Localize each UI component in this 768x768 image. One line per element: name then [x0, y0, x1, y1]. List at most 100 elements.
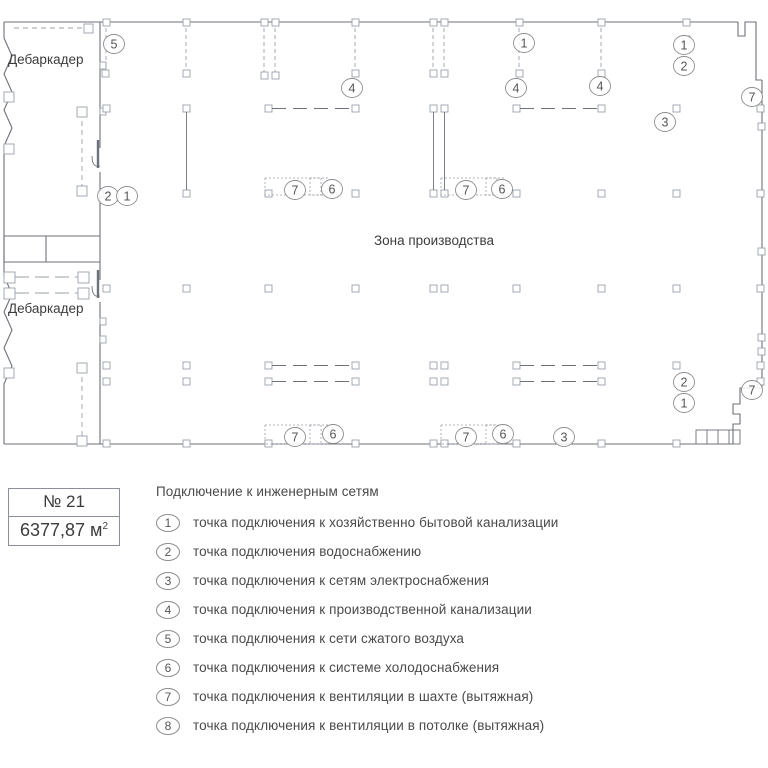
stair-grill-block	[695, 429, 741, 445]
marker-circle	[455, 180, 477, 200]
legend-item-label: точка подключения к сети сжатого воздуха	[193, 631, 465, 646]
marker-number: 6	[329, 183, 336, 197]
legend-item: 8 точка подключения к вентиляции в потолк…	[156, 711, 756, 740]
marker-number: 6	[500, 428, 507, 442]
zone-label: Зона производства	[374, 233, 494, 248]
marker-circle	[741, 380, 763, 400]
marker-number: 7	[749, 384, 756, 398]
marker-circle	[741, 87, 763, 107]
connection-marker-1[interactable]: 1	[673, 393, 695, 413]
marker-number: 3	[662, 116, 669, 130]
connection-marker-7[interactable]: 7	[455, 427, 477, 447]
legend-item: 3 точка подключения к сетям электроснабже…	[156, 566, 756, 595]
marker-number: 7	[463, 184, 470, 198]
unit-area-superscript: 2	[102, 521, 108, 532]
area-info-box: № 21 6377,87 м2	[8, 488, 120, 546]
connection-marker-3[interactable]: 3	[553, 427, 575, 447]
column-grid	[102, 18, 766, 448]
connection-marker-7[interactable]: 7	[741, 380, 763, 400]
marker-number: 5	[111, 38, 118, 52]
connection-marker-5[interactable]: 5	[103, 34, 125, 54]
marker-number: 7	[749, 91, 756, 105]
legend-item-label: точка подключения к сетям электроснабжен…	[193, 573, 490, 588]
marker-circle	[116, 186, 138, 206]
connection-marker-6[interactable]: 6	[321, 179, 343, 199]
marker-circle	[673, 35, 695, 55]
connection-marker-4[interactable]: 4	[505, 78, 527, 98]
marker-number: 2	[681, 376, 688, 390]
marker-number: 6	[330, 428, 337, 442]
legend-item-label: точка подключения к вентиляции в шахте (…	[193, 689, 534, 704]
legend-item-label: точка подключения к системе холодоснабже…	[193, 660, 500, 675]
legend-title: Подключение к инженерным сетям	[156, 484, 379, 499]
marker-number: 1	[681, 397, 688, 411]
connection-marker-6[interactable]: 6	[322, 424, 344, 444]
connection-marker-2[interactable]: 2	[673, 372, 695, 392]
marker-number: 7	[292, 431, 299, 445]
marker-circle	[491, 179, 513, 199]
marker-circle	[284, 427, 306, 447]
legend-item-number: 3	[156, 571, 180, 590]
legend-item-number: 1	[156, 513, 180, 532]
marker-circle	[673, 393, 695, 413]
marker-circle	[321, 179, 343, 199]
connection-marker-1[interactable]: 1	[116, 186, 138, 206]
riser-endpoints-top	[101, 35, 691, 80]
connection-marker-7[interactable]: 7	[284, 180, 306, 200]
interior-walls	[3, 22, 101, 444]
marker-circle	[553, 427, 575, 447]
legend-item: 1 точка подключения к хозяйственно бытово…	[156, 508, 756, 537]
connection-marker-7[interactable]: 7	[741, 87, 763, 107]
legend-item-label: точка подключения к производственной кан…	[193, 602, 532, 617]
unit-number: № 21	[9, 489, 119, 517]
legend-rows: 1 точка подключения к хозяйственно бытово…	[156, 508, 756, 740]
connection-marker-2[interactable]: 2	[97, 186, 119, 206]
marker-number: 4	[349, 82, 356, 96]
legend-item-number: 8	[156, 716, 180, 735]
connection-marker-4[interactable]: 4	[341, 78, 363, 98]
marker-number: 7	[292, 184, 299, 198]
marker-circle	[492, 424, 514, 444]
connection-marker-6[interactable]: 6	[491, 179, 513, 199]
ventilation-shaft-boxes	[264, 177, 505, 445]
legend-item-label: точка подключения водоснабжению	[193, 544, 422, 559]
dock-label-top: Дебаркадер	[8, 52, 84, 67]
connection-marker-1[interactable]: 1	[673, 35, 695, 55]
marker-circle	[589, 76, 611, 96]
connection-marker-1[interactable]: 1	[513, 33, 535, 53]
legend-item-label: точка подключения к хозяйственно бытовой…	[193, 515, 559, 530]
dock-top-details	[3, 23, 107, 197]
marker-number: 1	[521, 37, 528, 51]
legend-item-number: 5	[156, 629, 180, 648]
marker-number: 1	[124, 190, 131, 204]
marker-circle	[103, 34, 125, 54]
dock-label-bottom: Дебаркадер	[8, 301, 84, 316]
connection-marker-6[interactable]: 6	[492, 424, 514, 444]
legend-item-label: точка подключения к вентиляции в потолке…	[193, 718, 545, 733]
unit-area-value: 6377,87 м	[19, 520, 103, 540]
marker-circle	[654, 112, 676, 132]
marker-number: 2	[681, 60, 688, 74]
marker-number: 4	[597, 80, 604, 94]
legend-list: Подключение к инженерным сетям 1 точка по…	[156, 484, 756, 740]
legend-item-number: 2	[156, 542, 180, 561]
marker-circle	[284, 180, 306, 200]
dock-bottom-details	[3, 189, 107, 447]
connection-marker-7[interactable]: 7	[455, 180, 477, 200]
marker-number: 4	[513, 82, 520, 96]
connection-marker-3[interactable]: 3	[654, 112, 676, 132]
riser-runs-top	[105, 28, 602, 76]
connection-marker-4[interactable]: 4	[589, 76, 611, 96]
marker-circle	[341, 78, 363, 98]
legend-block: № 21 6377,87 м2 Подключение к инженерным…	[0, 470, 768, 768]
connection-marker-2[interactable]: 2	[673, 56, 695, 76]
connection-marker-7[interactable]: 7	[284, 427, 306, 447]
duct-runs-row-d	[272, 365, 598, 382]
marker-number: 1	[681, 39, 688, 53]
marker-circle	[673, 56, 695, 76]
